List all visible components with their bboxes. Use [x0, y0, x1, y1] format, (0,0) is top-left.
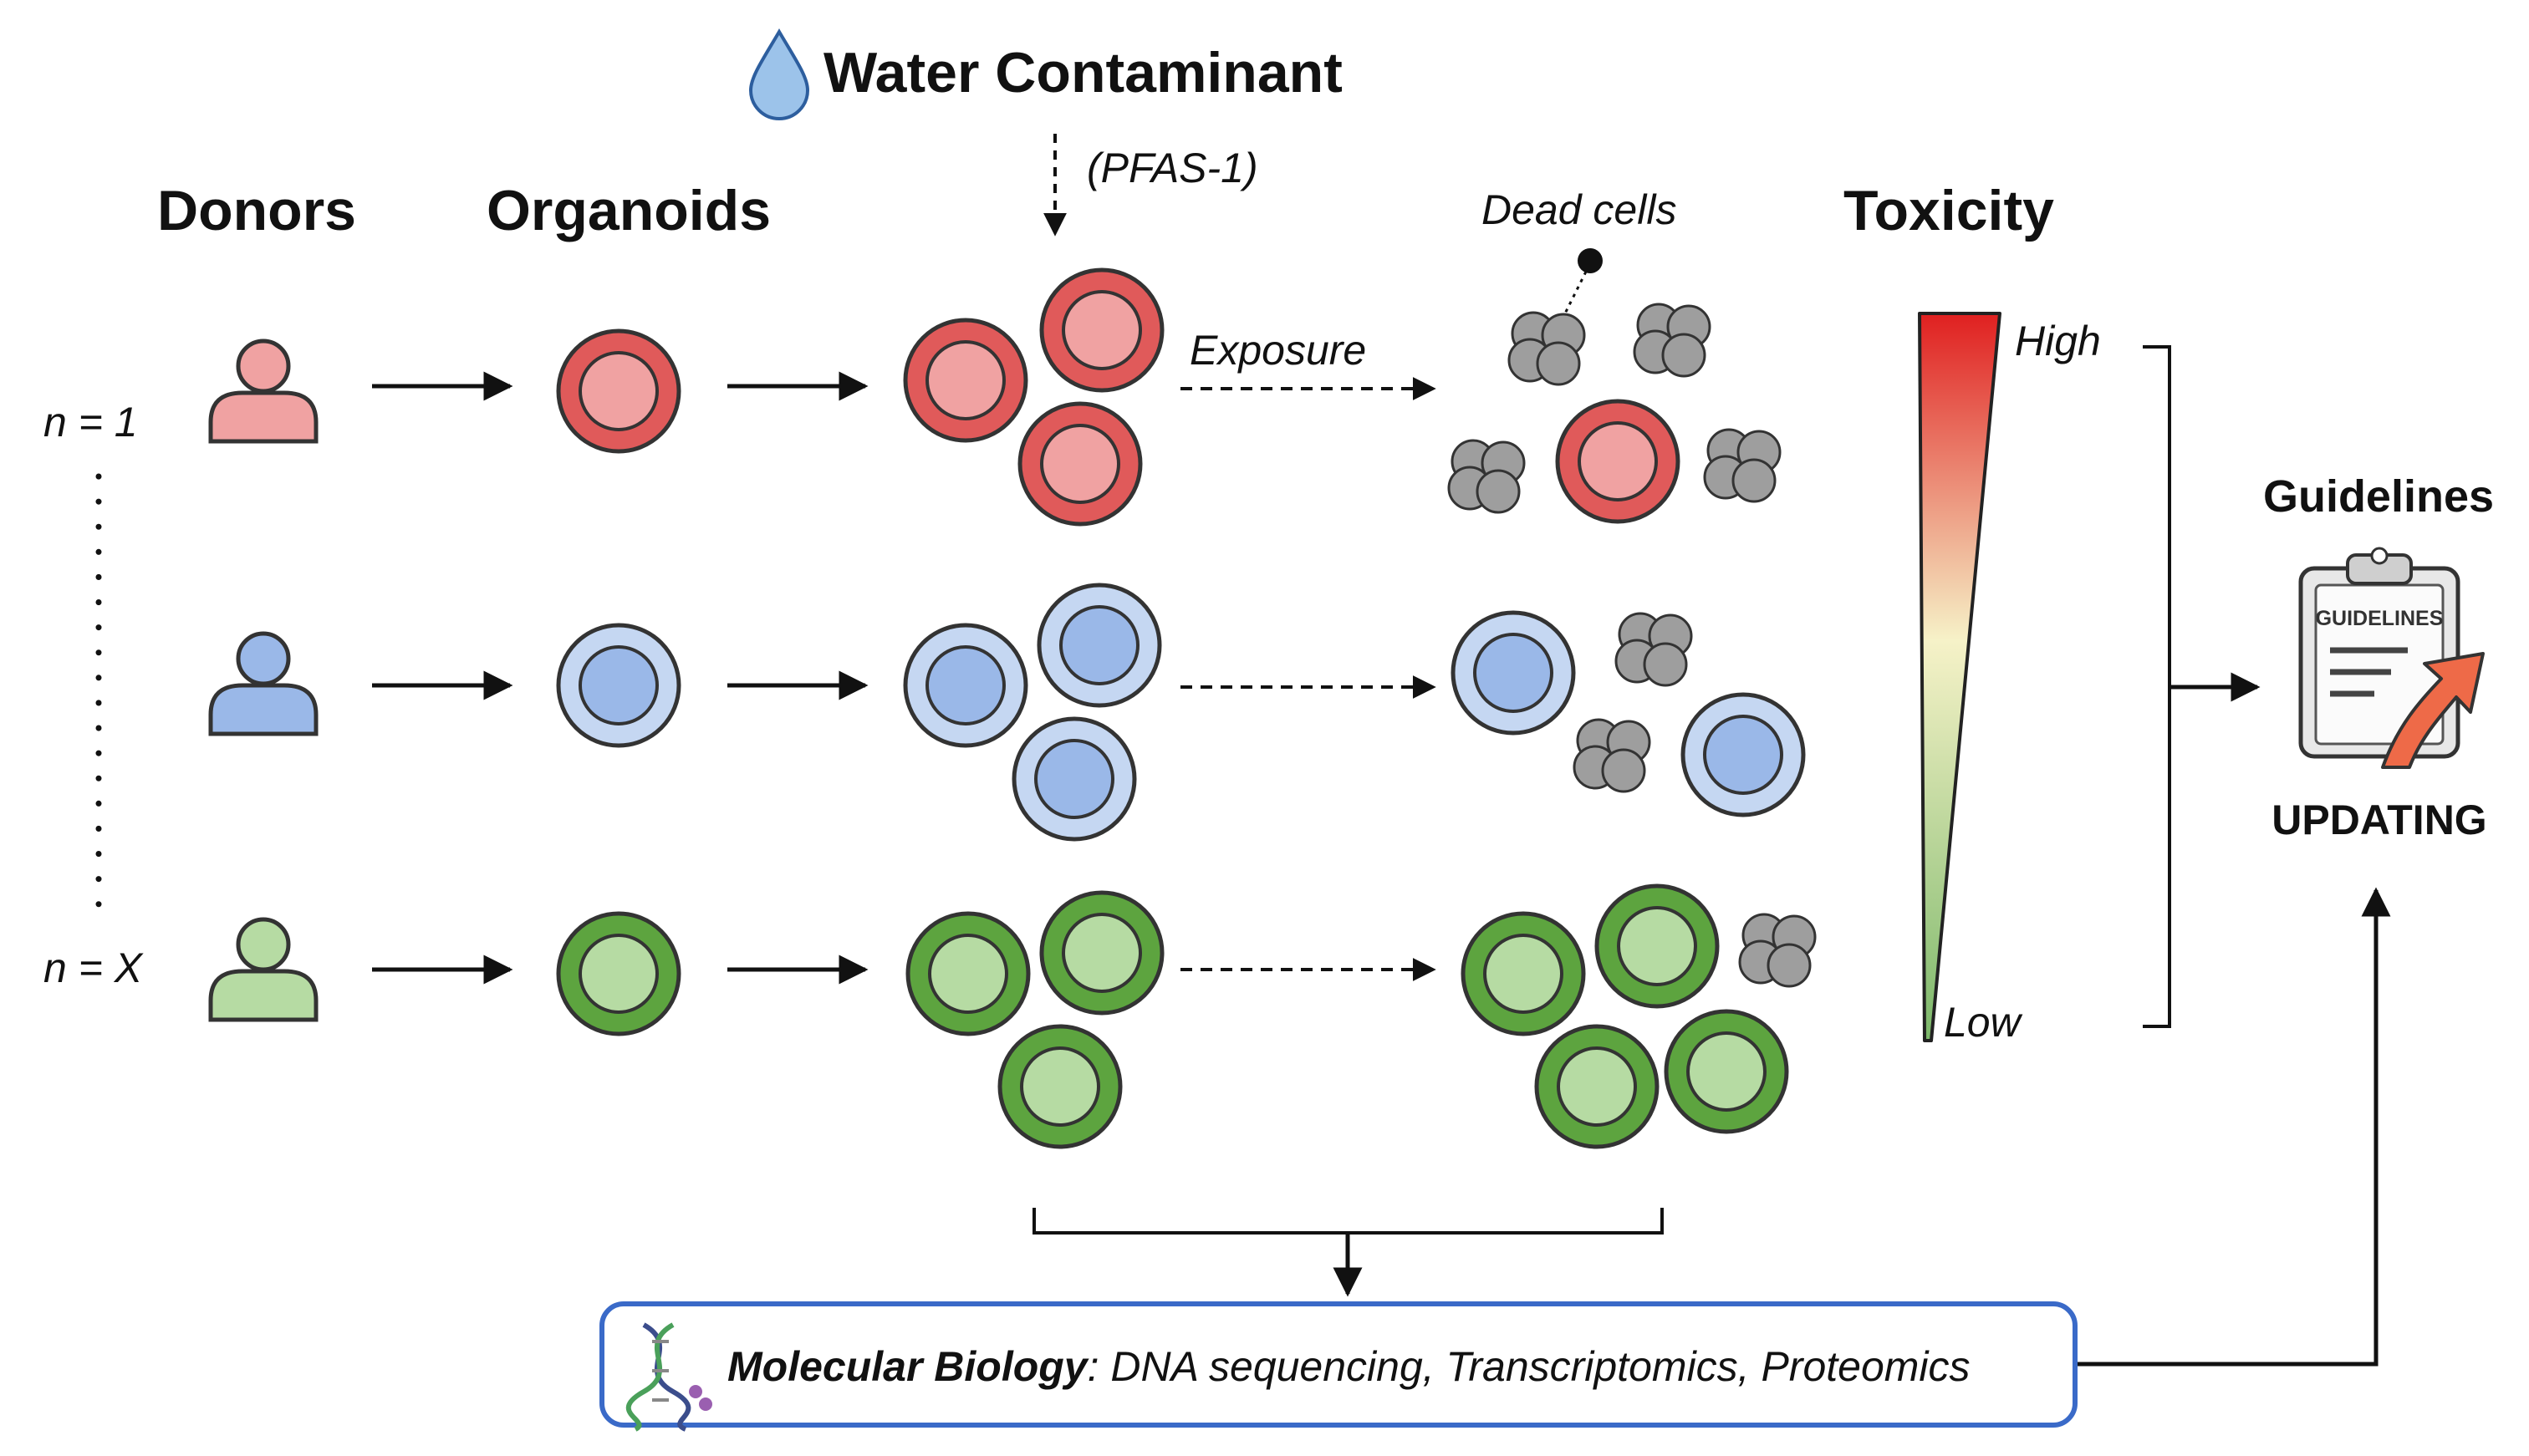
- dead-cell-cluster: [1447, 439, 1526, 514]
- molecular-biology-methods: : DNA sequencing, Transcriptomics, Prote…: [1088, 1343, 1971, 1390]
- organoid: [556, 328, 681, 454]
- water-drop-icon: [748, 28, 810, 120]
- dead-cell-cluster: [1703, 428, 1782, 503]
- organoid-cluster: [905, 890, 1165, 1149]
- clipboard-title: GUIDELINES: [2316, 607, 2444, 630]
- toxicity-bracket: [2143, 345, 2171, 1028]
- molecular-biology-box: [599, 1301, 2078, 1428]
- arrow-molecular-to-updating: [2078, 887, 2391, 1367]
- dead-cell-cluster: [1507, 311, 1586, 386]
- dead-cells-pointer-line: [1563, 271, 1588, 314]
- diagram-title: Water Contaminant: [823, 41, 1343, 104]
- updating-label: UPDATING: [2272, 797, 2486, 843]
- dead-cell-cluster: [1738, 913, 1817, 988]
- dna-icon: [625, 1322, 712, 1432]
- person-icon: [208, 339, 319, 444]
- header-organoids: Organoids: [487, 179, 771, 242]
- n-first-label: n = 1: [43, 399, 138, 445]
- exposure-label: Exposure: [1190, 327, 1366, 374]
- molecular-biology-text: Molecular Biology: DNA sequencing, Trans…: [727, 1343, 1971, 1390]
- dead-cells-label: Dead cells: [1481, 186, 1676, 233]
- exposed-cluster: [1447, 303, 1782, 524]
- exposed-cluster: [1461, 883, 1817, 1149]
- row-green: [208, 883, 1817, 1149]
- row-red: Exposure: [208, 267, 1782, 527]
- molecular-biology-title: Molecular Biology: [727, 1343, 1089, 1390]
- contaminant-label: (PFAS-1): [1087, 145, 1258, 191]
- dead-cell-cluster: [1614, 612, 1693, 687]
- row-blue: [208, 583, 1806, 842]
- toxicity-low-label: Low: [1944, 999, 2023, 1046]
- samples-bracket: [1033, 1208, 1664, 1235]
- header-guidelines: Guidelines: [2263, 471, 2494, 522]
- organoid-cluster: [903, 583, 1162, 842]
- organoid: [556, 623, 681, 748]
- clipboard-icon: GUIDELINES: [2298, 547, 2485, 769]
- header-toxicity: Toxicity: [1843, 179, 2054, 242]
- update-arrow-icon: [2381, 652, 2485, 769]
- exposed-cluster: [1451, 610, 1806, 817]
- person-icon: [208, 631, 319, 736]
- toxicity-high-label: High: [2015, 318, 2101, 364]
- dead-cell-cluster: [1573, 718, 1651, 793]
- dead-cell-cluster: [1633, 303, 1711, 378]
- dead-cells-pointer-dot: [1578, 248, 1603, 273]
- header-donors: Donors: [157, 179, 356, 242]
- organoid: [556, 911, 681, 1036]
- organoid-cluster: [903, 267, 1165, 527]
- n-last-label: n = X: [43, 944, 144, 991]
- toxicity-gradient-wedge: [1918, 312, 2001, 1042]
- person-icon: [208, 917, 319, 1022]
